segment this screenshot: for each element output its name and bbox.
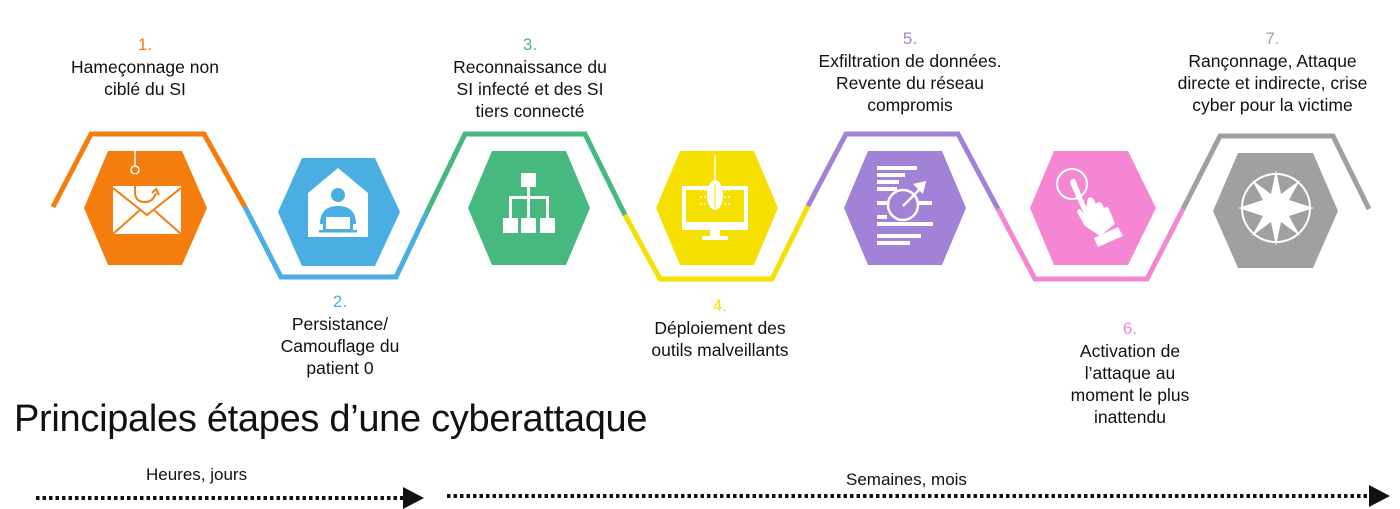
timeline-label-weeks-months: Semaines, mois bbox=[846, 470, 967, 489]
step-6-text-line4: inattendu bbox=[1093, 407, 1166, 427]
step-4-number: 4. bbox=[712, 296, 728, 315]
step-6-hexagon bbox=[1030, 151, 1156, 265]
step-2-hexagon bbox=[278, 158, 400, 266]
step-5-text-line3: compromis bbox=[867, 95, 953, 115]
step-5-text-line2: Revente du réseau bbox=[836, 73, 984, 93]
step-3-number: 3. bbox=[522, 35, 538, 54]
step-1-hexagon bbox=[84, 151, 207, 265]
step-4-text-line1: Déploiement des bbox=[654, 318, 786, 338]
step-3-label: 3. Reconnaissance du SI infecté et des S… bbox=[420, 34, 640, 122]
step-2-text-line2: Camouflage du bbox=[280, 336, 400, 356]
user-at-home-computer-icon bbox=[308, 168, 368, 237]
step-1-text-line1: Hameçonnage non bbox=[71, 57, 219, 77]
phishing-envelope-icon bbox=[112, 151, 182, 235]
step-2-label: 2. Persistance/ Camouflage du patient 0 bbox=[240, 291, 440, 379]
step-3-text-line1: Reconnaissance du bbox=[453, 57, 607, 77]
step-7-number: 7. bbox=[1265, 29, 1280, 48]
step-6-text-line2: l’attaque au bbox=[1084, 363, 1176, 383]
step-2-number: 2. bbox=[332, 292, 348, 311]
path-segment-2 bbox=[242, 205, 430, 280]
hand-pressing-button-icon bbox=[1056, 168, 1123, 247]
path-segment-6 bbox=[995, 207, 1186, 282]
path-segment-3 bbox=[424, 131, 628, 217]
step-3-text-line2: SI infecté et des SI bbox=[456, 79, 604, 99]
network-hierarchy-icon bbox=[503, 173, 555, 233]
step-2-text-line1: Persistance/ bbox=[291, 314, 389, 334]
step-3-text-line3: tiers connecté bbox=[475, 101, 585, 121]
step-5-number: 5. bbox=[902, 29, 918, 48]
step-5-label: 5. Exfiltration de données. Revente du r… bbox=[790, 28, 1030, 116]
step-5-hexagon bbox=[844, 151, 966, 265]
step-4-text-line2: outils malveillants bbox=[651, 340, 789, 360]
step-6-text-line3: moment le plus bbox=[1070, 385, 1190, 405]
diagram-title: Principales étapes d’une cyberattaque bbox=[14, 398, 648, 440]
timeline-arrows bbox=[36, 485, 1390, 509]
step-4-hexagon bbox=[656, 151, 778, 265]
step-7-hexagon bbox=[1213, 153, 1338, 268]
step-2-text-line3: patient 0 bbox=[306, 358, 374, 378]
step-5-text-line1: Exfiltration de données. bbox=[818, 51, 1002, 71]
arrowhead-1 bbox=[403, 487, 424, 509]
step-1-text-line2: ciblé du SI bbox=[104, 79, 186, 99]
data-exfiltration-icon bbox=[877, 166, 933, 245]
step-4-label: 4. Déploiement des outils malveillants bbox=[620, 295, 820, 361]
step-6-text-line1: Activation de bbox=[1079, 341, 1181, 361]
step-1-number: 1. bbox=[137, 35, 153, 54]
step-7-label: 7. Rançonnage, Attaque directe et indire… bbox=[1150, 28, 1395, 116]
step-3-hexagon bbox=[468, 151, 590, 265]
path-segment-5 bbox=[805, 131, 1001, 211]
path-segment-7 bbox=[1180, 133, 1372, 211]
step-7-text-line3: cyber pour la victime bbox=[1192, 95, 1353, 115]
step-1-label: 1. Hameçonnage non ciblé du SI bbox=[40, 34, 250, 100]
step-6-number: 6. bbox=[1122, 319, 1138, 338]
timeline-label-hours-days: Heures, jours bbox=[146, 465, 248, 484]
step-6-label: 6. Activation de l’attaque au moment le … bbox=[1030, 318, 1230, 428]
step-7-text-line1: Rançonnage, Attaque bbox=[1188, 51, 1357, 71]
path-segment-1 bbox=[50, 131, 248, 209]
path-segment-4 bbox=[622, 204, 811, 282]
explosion-burst-icon bbox=[1238, 170, 1314, 246]
step-7-text-line2: directe et indirecte, crise bbox=[1177, 73, 1368, 93]
bug-on-monitor-icon bbox=[682, 155, 748, 240]
arrowhead-2 bbox=[1369, 485, 1390, 507]
